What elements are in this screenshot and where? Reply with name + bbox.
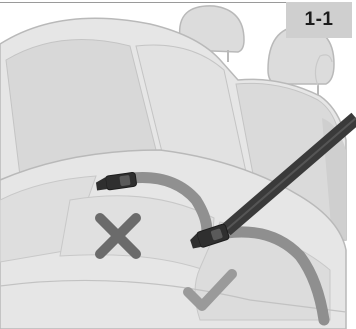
figure-label: 1-1	[286, 2, 352, 38]
